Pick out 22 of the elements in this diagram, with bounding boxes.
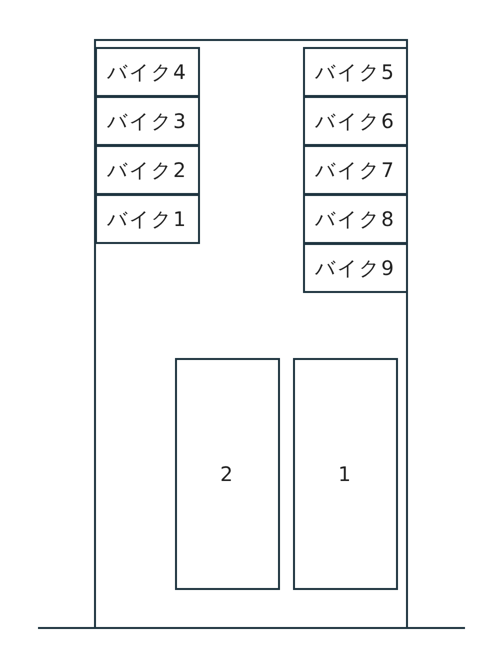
space-label: バイク5	[315, 58, 396, 86]
bike-space	[303, 194, 408, 244]
space-label: バイク6	[315, 108, 396, 134]
bike-space	[95, 145, 200, 195]
space-label: バイク3	[107, 108, 188, 134]
space-label: バイク8	[315, 206, 396, 232]
bike-space	[95, 194, 200, 244]
bike-space	[303, 47, 408, 97]
space-label: 2	[220, 462, 235, 486]
bike-space	[303, 243, 408, 293]
space-label: 1	[338, 462, 353, 486]
space-label: バイク2	[107, 156, 188, 184]
parking-space	[175, 358, 280, 590]
space-label: バイク7	[315, 156, 396, 184]
bike-space	[303, 145, 408, 195]
bike-space	[303, 96, 408, 146]
parking-space	[293, 358, 398, 590]
bike-space	[95, 96, 200, 146]
space-label: バイク1	[107, 206, 188, 232]
bike-space	[95, 47, 200, 97]
space-label: バイク4	[107, 58, 188, 86]
space-label: バイク9	[315, 254, 396, 282]
